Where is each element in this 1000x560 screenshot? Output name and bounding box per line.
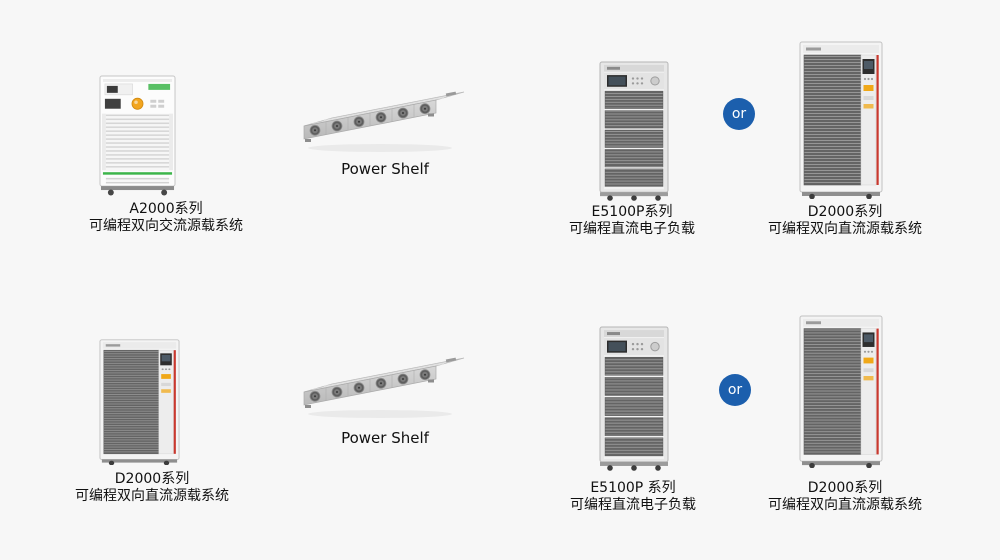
connection-lines-icon bbox=[204, 376, 281, 396]
a2000-cabinet-illustration bbox=[99, 75, 176, 196]
device-subtitle: 可编程双向直流源载系统 bbox=[768, 497, 922, 513]
device-title: D2000系列 bbox=[114, 471, 190, 487]
power-shelf-label: Power Shelf bbox=[341, 429, 429, 447]
e5100p-label: E5100P系列 可编程直流电子负载 bbox=[532, 204, 732, 238]
device-title: D2000系列 bbox=[807, 480, 883, 496]
power-shelf-label: Power Shelf bbox=[341, 160, 429, 178]
d2000-cabinet-illustration bbox=[799, 41, 883, 199]
a2000-label: A2000系列 可编程双向交流源载系统 bbox=[46, 201, 286, 235]
device-title: E5100P系列 bbox=[591, 204, 673, 220]
e5100p-cabinet-illustration bbox=[599, 61, 669, 201]
device-title: D2000系列 bbox=[807, 204, 883, 220]
e5100p-label: E5100P 系列 可编程直流电子负载 bbox=[533, 480, 733, 514]
or-badge: or bbox=[719, 374, 751, 406]
power-shelf-illustration bbox=[298, 352, 468, 422]
or-badge: or bbox=[723, 98, 755, 130]
connection-lines-icon bbox=[479, 104, 556, 124]
e5100p-cabinet-illustration bbox=[599, 326, 669, 471]
d2000-cabinet-illustration bbox=[799, 315, 883, 468]
device-title: E5100P 系列 bbox=[590, 480, 676, 496]
device-subtitle: 可编程双向交流源载系统 bbox=[89, 218, 243, 234]
connection-lines-icon bbox=[200, 108, 287, 128]
d2000-label: D2000系列 可编程双向直流源载系统 bbox=[52, 471, 252, 505]
device-subtitle: 可编程直流电子负载 bbox=[570, 497, 696, 513]
d2000-label: D2000系列 可编程双向直流源载系统 bbox=[745, 204, 945, 238]
device-subtitle: 可编程双向直流源载系统 bbox=[768, 221, 922, 237]
connection-lines-icon bbox=[479, 376, 556, 396]
device-title: A2000系列 bbox=[129, 201, 203, 217]
power-shelf-illustration bbox=[298, 86, 468, 156]
device-subtitle: 可编程双向直流源载系统 bbox=[75, 488, 229, 504]
d2000-label: D2000系列 可编程双向直流源载系统 bbox=[745, 480, 945, 514]
d2000-cabinet-illustration bbox=[99, 339, 180, 465]
device-subtitle: 可编程直流电子负载 bbox=[569, 221, 695, 237]
